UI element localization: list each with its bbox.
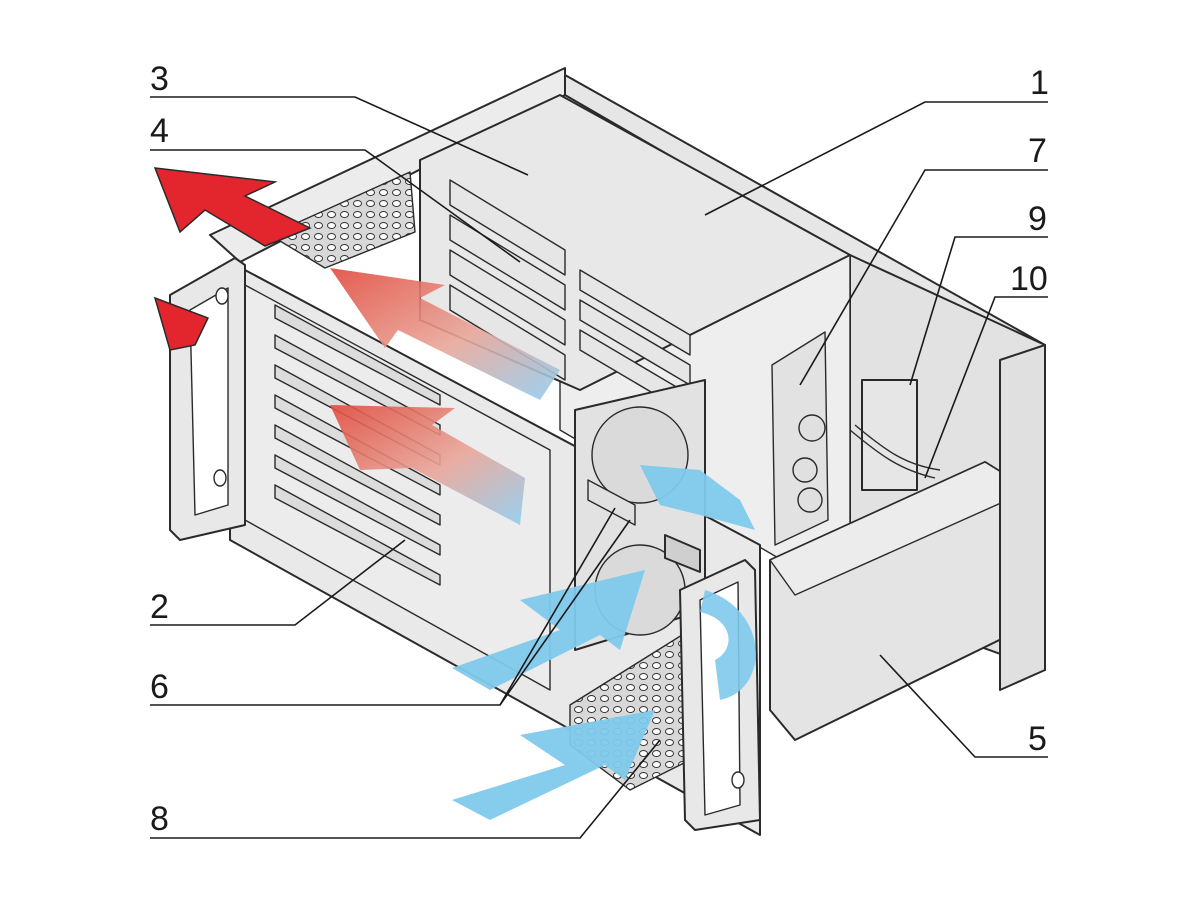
callout-8: 8: [150, 800, 169, 838]
hot-air-exhaust-arrow-lower: [153, 296, 210, 351]
callout-5: 5: [1028, 720, 1047, 758]
left-handle: [169, 257, 246, 541]
callout-10: 10: [1010, 260, 1048, 298]
cool-air-intake-arrow-bottom: [452, 710, 655, 820]
warm-air-arrow-lower: [330, 405, 525, 525]
component-9-box: [861, 379, 918, 491]
airflow-arrows: [153, 167, 756, 820]
callout-1: 1: [1030, 64, 1049, 102]
callout-2: 2: [150, 588, 169, 626]
callout-labels: 1 2 3 4 5 6 7 8 9 10: [150, 60, 1049, 838]
cool-air-intake-arrow-middle: [452, 570, 645, 690]
led-panel: [587, 479, 636, 526]
callout-9: 9: [1028, 200, 1047, 238]
power-switch: [664, 534, 701, 573]
board-capacitor-2: [792, 457, 818, 483]
warm-air-arrow-upper: [330, 268, 560, 400]
expansion-cards: [449, 179, 691, 416]
cool-air-intake-arrow-top: [640, 465, 755, 530]
hot-air-exhaust-arrow-upper: [153, 167, 312, 247]
board-capacitor-3: [797, 487, 823, 513]
cable-2: [854, 424, 941, 471]
callout-7: 7: [1028, 132, 1047, 170]
cool-air-recirculation-curve: [700, 590, 756, 700]
callout-3: 3: [150, 60, 169, 98]
top-vent: [269, 171, 416, 269]
board-capacitor-1: [798, 414, 826, 442]
callout-4: 4: [150, 112, 169, 150]
leader-lines: [150, 96, 1048, 839]
callout-6: 6: [150, 668, 169, 706]
right-front-strip: [999, 344, 1046, 691]
cable: [849, 429, 936, 479]
